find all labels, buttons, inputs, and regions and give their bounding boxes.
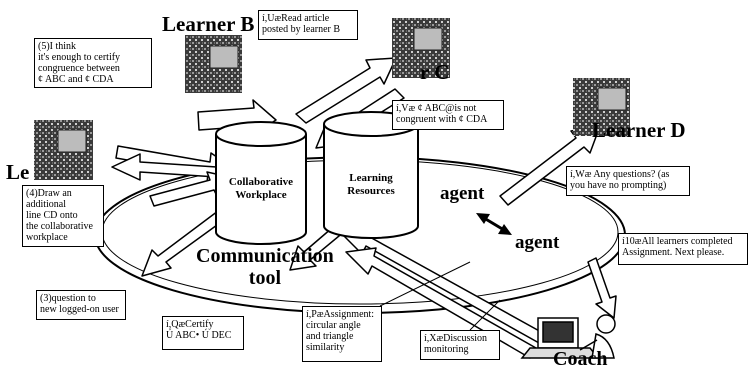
message-not-congruent: í,Væ ¢ ABC@is not congruent with ¢ CDA bbox=[392, 100, 504, 130]
workplace-label: Collaborative Workplace bbox=[228, 176, 294, 201]
communication-tool-label: Communication tool bbox=[196, 245, 334, 289]
learner-d-label: Learner D bbox=[592, 118, 686, 142]
agent-label-1: agent bbox=[440, 183, 485, 204]
learner-c-label: r C bbox=[420, 60, 450, 84]
message-certify: í,QæCertify Ú ABC• Ú DEC bbox=[162, 316, 244, 350]
connector-assignment bbox=[379, 261, 471, 307]
message-discussion: í,XæDiscussion monitoring bbox=[420, 330, 500, 360]
message-assignment: í,PæAssignment: circular angle and trian… bbox=[302, 306, 382, 362]
message-4: (4)Draw an additional line CD onto the c… bbox=[22, 185, 104, 247]
learner-a-label: Le bbox=[6, 160, 30, 184]
connector-discussion bbox=[469, 299, 501, 331]
learner-d-picture bbox=[573, 78, 630, 136]
coach-label: Coach bbox=[553, 348, 608, 370]
message-read-article: í,UæRead article posted by learner B bbox=[258, 10, 358, 40]
agent-label-2: agent bbox=[515, 232, 560, 253]
message-5: (5)I think it's enough to certify congru… bbox=[34, 38, 152, 88]
arrow-agent-to-d bbox=[499, 125, 601, 206]
learner-a-picture bbox=[34, 120, 93, 180]
arrow-workplace-to-c bbox=[295, 57, 397, 124]
message-3: (3)question to new logged-on user bbox=[36, 290, 126, 320]
learner-b-label: Learner B bbox=[162, 12, 255, 36]
message-questions: í,Wæ Any questions? (as you have no prom… bbox=[566, 166, 690, 196]
workplace-cylinder bbox=[215, 121, 307, 245]
resources-label: Learning Resources bbox=[347, 172, 395, 197]
learner-c-picture bbox=[392, 18, 450, 78]
coach-figure bbox=[520, 314, 616, 359]
arrow-agent-to-coach bbox=[587, 257, 617, 319]
message-10: í10æAll learners completed Assignment. N… bbox=[618, 233, 748, 265]
agent-link-arrow bbox=[476, 213, 512, 235]
learner-b-picture bbox=[185, 35, 242, 93]
